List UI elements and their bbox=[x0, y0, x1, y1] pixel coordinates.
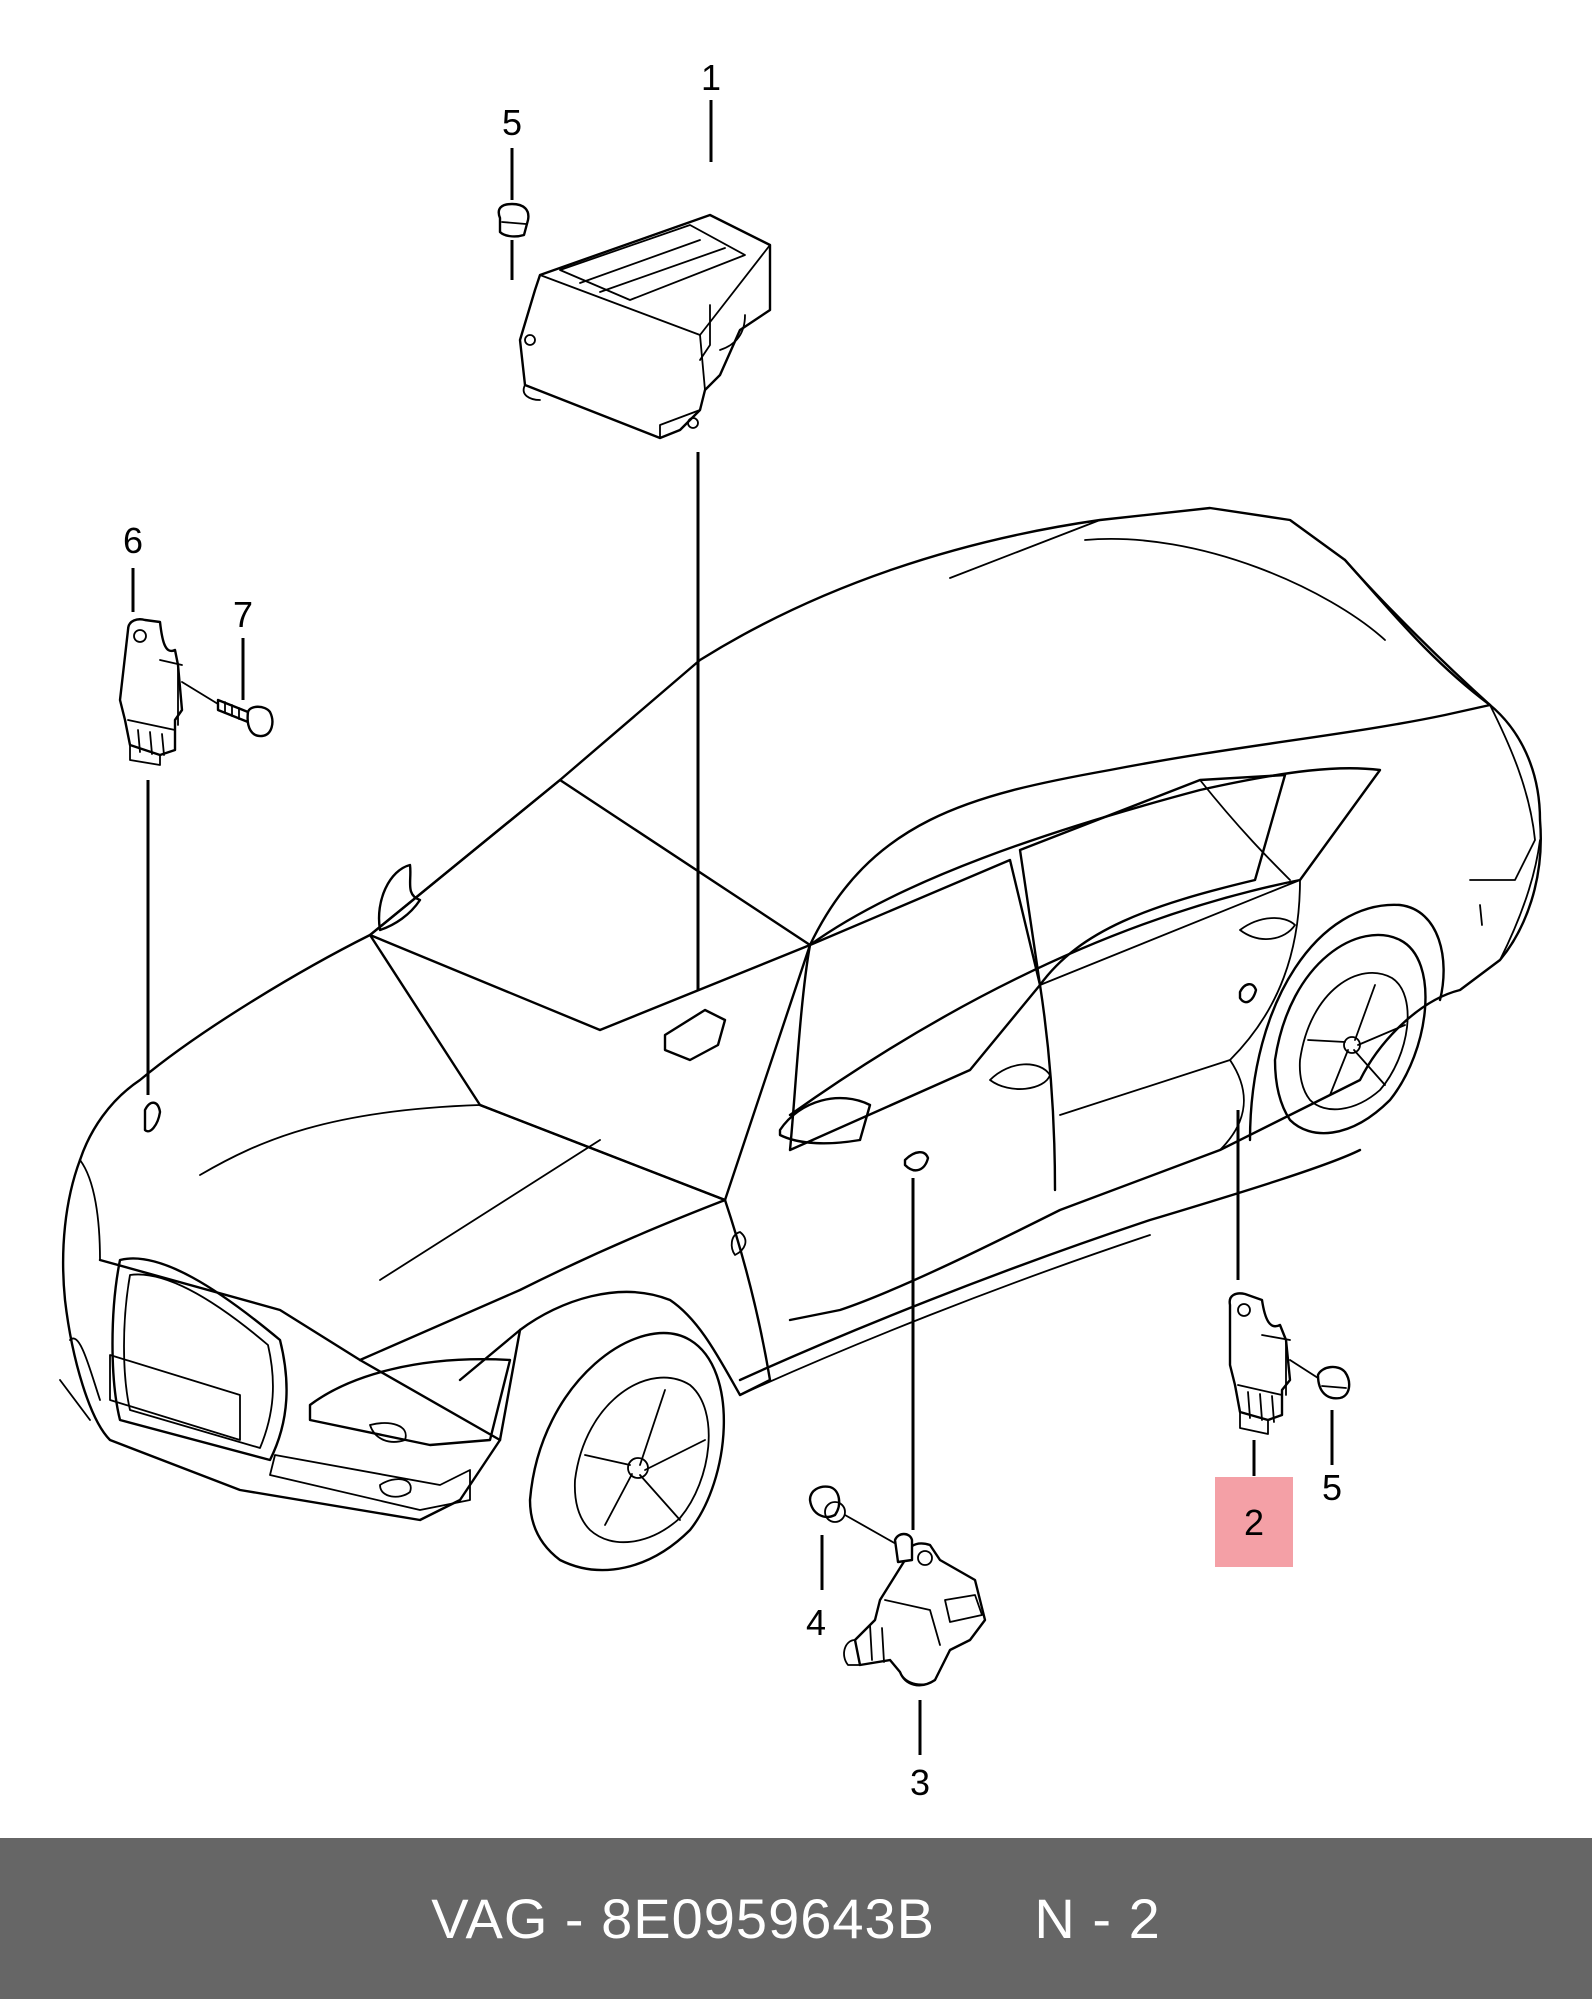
leader-lines bbox=[131, 100, 1334, 1755]
callouts: 1 5 6 7 2 5 3 4 bbox=[123, 57, 1342, 1803]
part-caption-bar: VAG - 8E0959643B N - 2 bbox=[0, 1838, 1592, 1999]
car-illustration bbox=[59, 506, 1542, 1572]
callout-5-right: 5 bbox=[1322, 1467, 1342, 1508]
callout-2: 2 bbox=[1244, 1502, 1264, 1543]
highlight-box bbox=[1215, 1477, 1293, 1567]
callout-1: 1 bbox=[701, 57, 721, 98]
part-number: 8E0959643B bbox=[601, 1887, 935, 1950]
front-crash-sensor bbox=[118, 618, 274, 766]
caption-separator: - bbox=[548, 1887, 602, 1950]
door-crash-sensor bbox=[808, 1485, 987, 1687]
parts-diagram: 1 5 6 7 2 5 3 4 bbox=[59, 57, 1542, 1803]
callout-3: 3 bbox=[910, 1762, 930, 1803]
callout-6: 6 bbox=[123, 520, 143, 561]
caption-gap bbox=[935, 1886, 1034, 1951]
callout-7: 7 bbox=[233, 594, 253, 635]
diagram-position: N - 2 bbox=[1034, 1887, 1161, 1950]
side-crash-sensor bbox=[1228, 1292, 1351, 1435]
brand-label: VAG bbox=[431, 1887, 549, 1950]
callout-5-top: 5 bbox=[502, 102, 522, 143]
airbag-control-unit bbox=[497, 202, 772, 440]
callout-4: 4 bbox=[806, 1602, 826, 1643]
